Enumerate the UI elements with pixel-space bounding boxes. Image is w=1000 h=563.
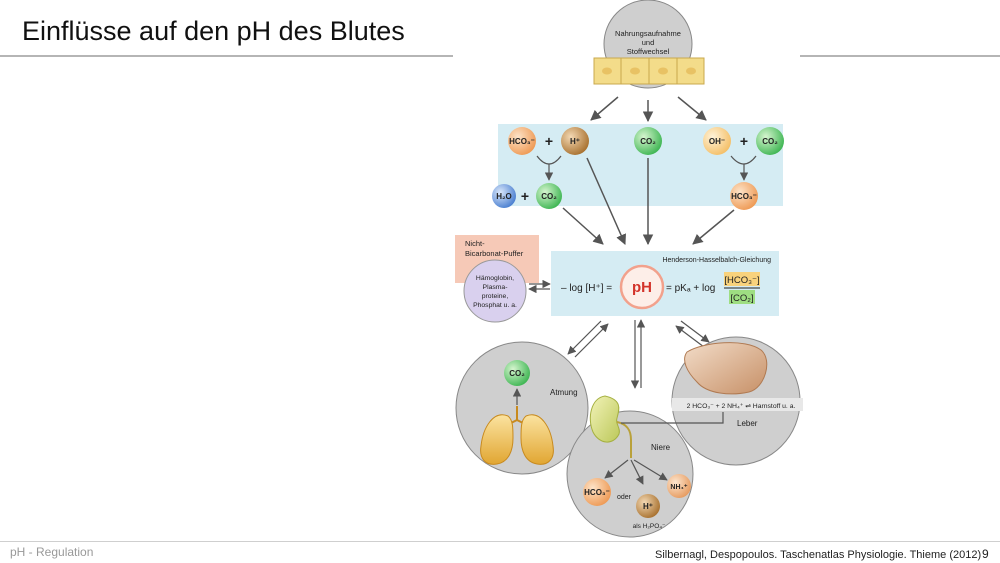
buffer-line-3: proteine,	[482, 293, 509, 300]
arrow-intake-left	[590, 96, 619, 121]
hco3-label: HCO₃⁻	[731, 192, 757, 201]
buffer-line-4: Phosphat u. a.	[473, 302, 517, 309]
hco3-molecule	[583, 478, 611, 506]
plus-sign: +	[521, 188, 529, 204]
equation-title: Henderson-Hasselbalch-Gleichung	[662, 257, 771, 264]
h2o-molecule	[492, 184, 516, 208]
kidney-as-label: als H₂PO₄⁻	[633, 523, 666, 530]
equation-denominator: [CO₂]	[730, 293, 753, 304]
buffer-title-1: Nicht-	[465, 239, 485, 248]
hco3-molecule	[730, 182, 758, 210]
ph-influence-diagram: Nahrungsaufnahme und Stoffwechsel HCO₃⁻ …	[455, 0, 803, 538]
title-rule-right	[800, 55, 1000, 57]
buffer-line-1: Hämoglobin,	[476, 275, 514, 282]
h-label: H⁺	[570, 137, 580, 146]
intake-label-1: Nahrungsaufnahme	[615, 29, 681, 38]
kidney-arrow	[604, 459, 629, 479]
double-arrow	[574, 323, 609, 358]
co2-molecule	[504, 360, 530, 386]
nh4-molecule	[667, 474, 691, 498]
footer-rule	[0, 541, 1000, 542]
slide-title: Einflüsse auf den pH des Blutes	[22, 16, 405, 46]
kidney-circle	[566, 410, 694, 538]
intake-label-2: und	[642, 38, 655, 47]
ph-label: pH	[632, 279, 652, 296]
co2-label: CO₂	[762, 137, 778, 146]
liver-label: Leber	[737, 419, 758, 428]
liver-kidney-connector	[621, 412, 724, 424]
kidney-or-label: oder	[617, 494, 632, 501]
oh-label: OH⁻	[709, 137, 725, 146]
arrow-to-equation	[562, 207, 604, 245]
footer-section-label: pH - Regulation	[10, 545, 94, 559]
liver-reaction: 2 HCO₃⁻ + 2 NH₄⁺ ⇌ Harnstoff u. a.	[687, 403, 796, 410]
kidney-icon	[589, 395, 632, 458]
intake-group: Nahrungsaufnahme und Stoffwechsel	[593, 0, 705, 89]
respiration-label: Atmung	[550, 388, 578, 397]
liver-icon	[684, 342, 768, 395]
plus-sign: +	[545, 133, 553, 149]
equation-right: = pKₐ + log	[666, 283, 715, 294]
h2o-label: H₂O	[496, 192, 512, 201]
arrow-intake-right	[677, 96, 707, 121]
cell-nucleus	[658, 67, 668, 75]
ph-circle	[619, 264, 665, 310]
kidney-arrow	[630, 459, 644, 485]
cell-nucleus	[630, 67, 640, 75]
double-arrow	[567, 320, 602, 355]
kidney-hco3-label: HCO₃⁻	[584, 488, 610, 497]
kidney-arrow	[633, 459, 668, 481]
equation-numerator: [HCO₃⁻]	[724, 275, 759, 286]
kidney-label: Niere	[651, 443, 671, 452]
co2-molecule	[536, 183, 562, 209]
co2-molecule	[634, 127, 662, 155]
cell-nucleus	[602, 67, 612, 75]
denominator-highlight	[729, 290, 755, 304]
plus-sign: +	[740, 133, 748, 149]
double-arrow	[680, 320, 710, 343]
respiration-co2-label: CO₂	[509, 369, 525, 378]
intake-label-3: Stoffwechsel	[627, 47, 670, 56]
kidney-nh4-label: NH₄⁺	[670, 484, 687, 491]
title-rule-left	[0, 55, 453, 57]
liver-reaction-box	[672, 398, 803, 411]
oh-molecule	[703, 127, 731, 155]
buffer-circle	[463, 259, 527, 323]
hco3-label: HCO₃⁻	[509, 137, 535, 146]
arrow-to-equation	[586, 157, 626, 245]
page-number: 9	[982, 547, 989, 561]
co2-label: CO₂	[541, 192, 557, 201]
buffer-title-2: Bicarbonat-Puffer	[465, 249, 524, 258]
double-arrow	[675, 325, 705, 348]
kidney-h-label: H⁺	[643, 502, 653, 511]
buffer-line-2: Plasma-	[483, 284, 508, 291]
hco3-molecule	[508, 127, 536, 155]
numerator-highlight	[724, 272, 760, 286]
co2-label: CO₂	[640, 137, 656, 146]
h-molecule	[636, 494, 660, 518]
footer-source: Silbernagl, Despopoulos. Taschenatlas Ph…	[655, 549, 982, 561]
equation-left: – log [H⁺] =	[561, 283, 612, 294]
lungs-icon	[480, 406, 554, 465]
h-molecule	[561, 127, 589, 155]
co2-molecule	[756, 127, 784, 155]
arrow-to-equation	[692, 209, 735, 245]
cell-nucleus	[686, 67, 696, 75]
